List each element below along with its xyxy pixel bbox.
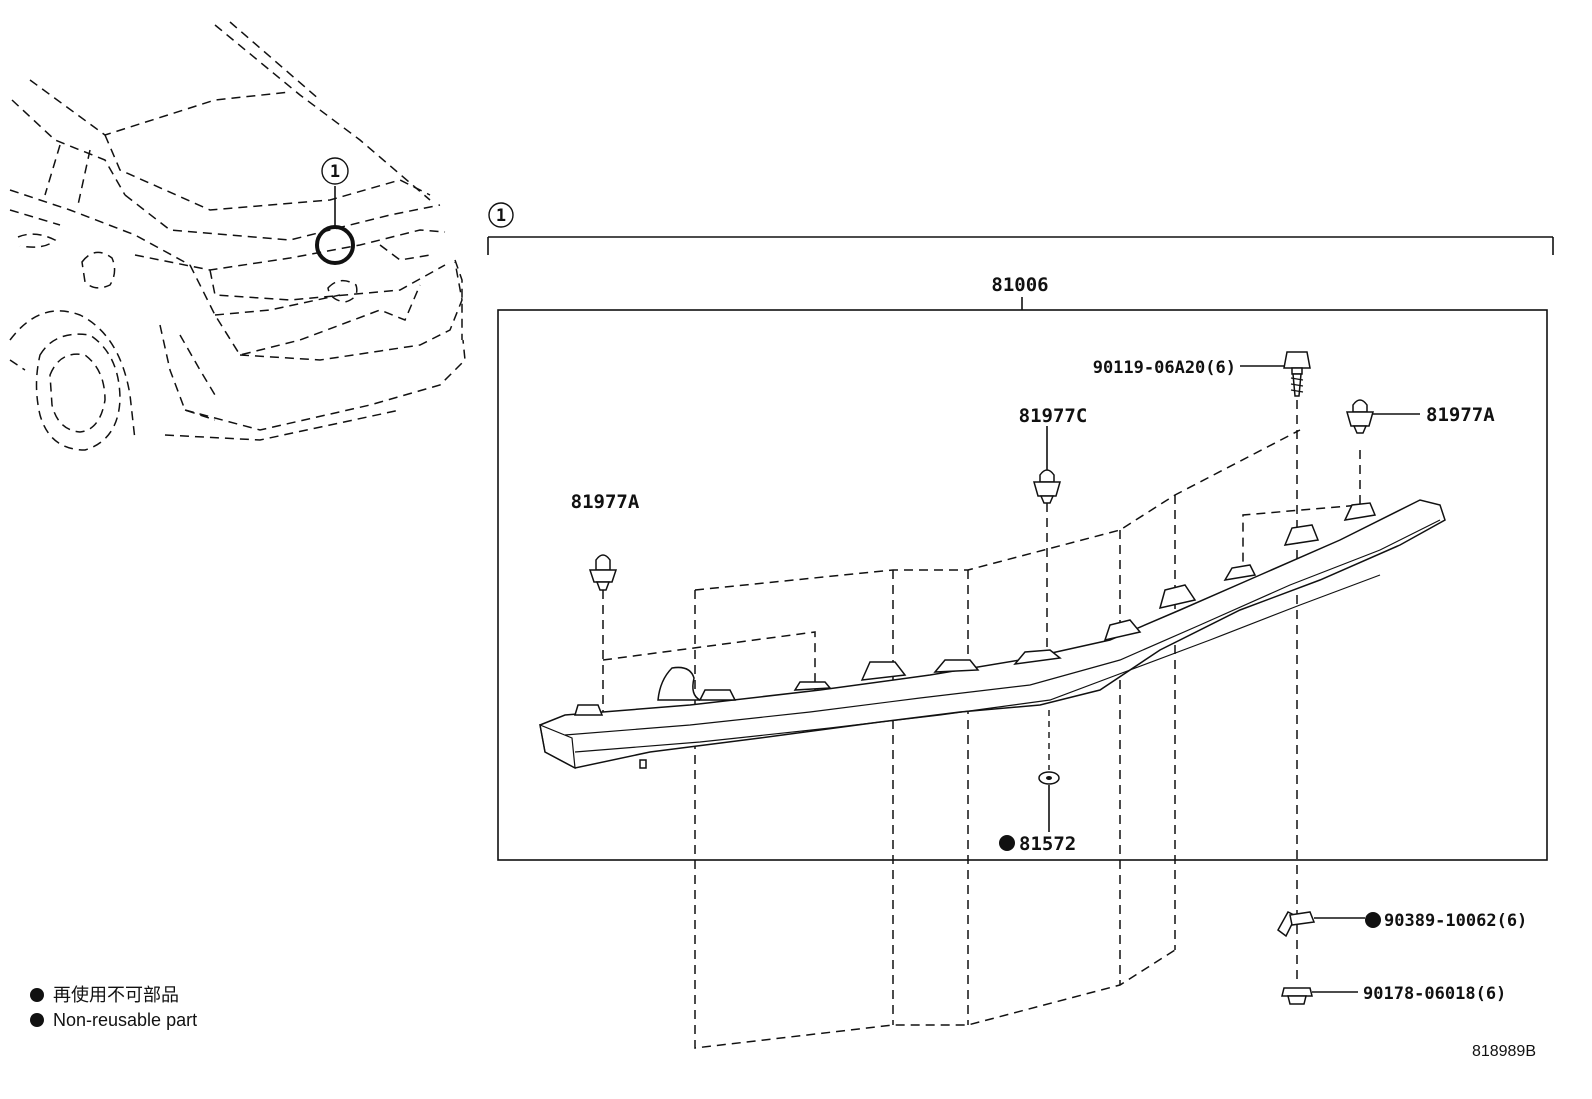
figure-code: 818989B <box>1472 1043 1536 1060</box>
assembly-part-number: 81006 <box>991 274 1048 296</box>
legend: 再使用不可部品 Non-reusable part <box>30 985 197 1030</box>
screw-label: 90119-06A20(6) <box>1093 358 1236 378</box>
legend-text-jp: 再使用不可部品 <box>53 985 179 1005</box>
moulding-part <box>539 499 1446 770</box>
clip-81977a-right-label: 81977A <box>1426 404 1495 426</box>
screw-shape <box>1283 351 1311 397</box>
clip-81977a-right-shape <box>1346 399 1374 434</box>
clip-81977a-left-label: 81977A <box>571 491 640 513</box>
legend-dot-en <box>30 1013 44 1027</box>
reference-bracket: 1 <box>487 202 1554 255</box>
clip-81977c-label: 81977C <box>1019 405 1088 427</box>
legend-dot-jp <box>30 988 44 1002</box>
nut-shape <box>1281 987 1313 1005</box>
car-callout-number: 1 <box>330 162 340 182</box>
nut-clip-label: 90389-10062(6) <box>1384 911 1527 931</box>
clip-81977c-shape <box>1033 469 1061 504</box>
bracket-ref-number: 1 <box>496 206 506 226</box>
legend-text-en: Non-reusable part <box>53 1010 197 1030</box>
nut-label: 90178-06018(6) <box>1363 984 1506 1004</box>
seal-shape <box>1038 771 1060 785</box>
assembly-box <box>497 309 1548 861</box>
car-rear-view: 1 <box>9 21 466 451</box>
seal-label: 81572 <box>1019 833 1076 855</box>
projection-lines <box>602 400 1361 1049</box>
nut-clip-non-reusable-dot <box>1365 912 1381 928</box>
clip-81977a-left-shape <box>588 554 618 591</box>
nut-clip-shape <box>1277 911 1316 938</box>
seal-non-reusable-dot <box>999 835 1015 851</box>
